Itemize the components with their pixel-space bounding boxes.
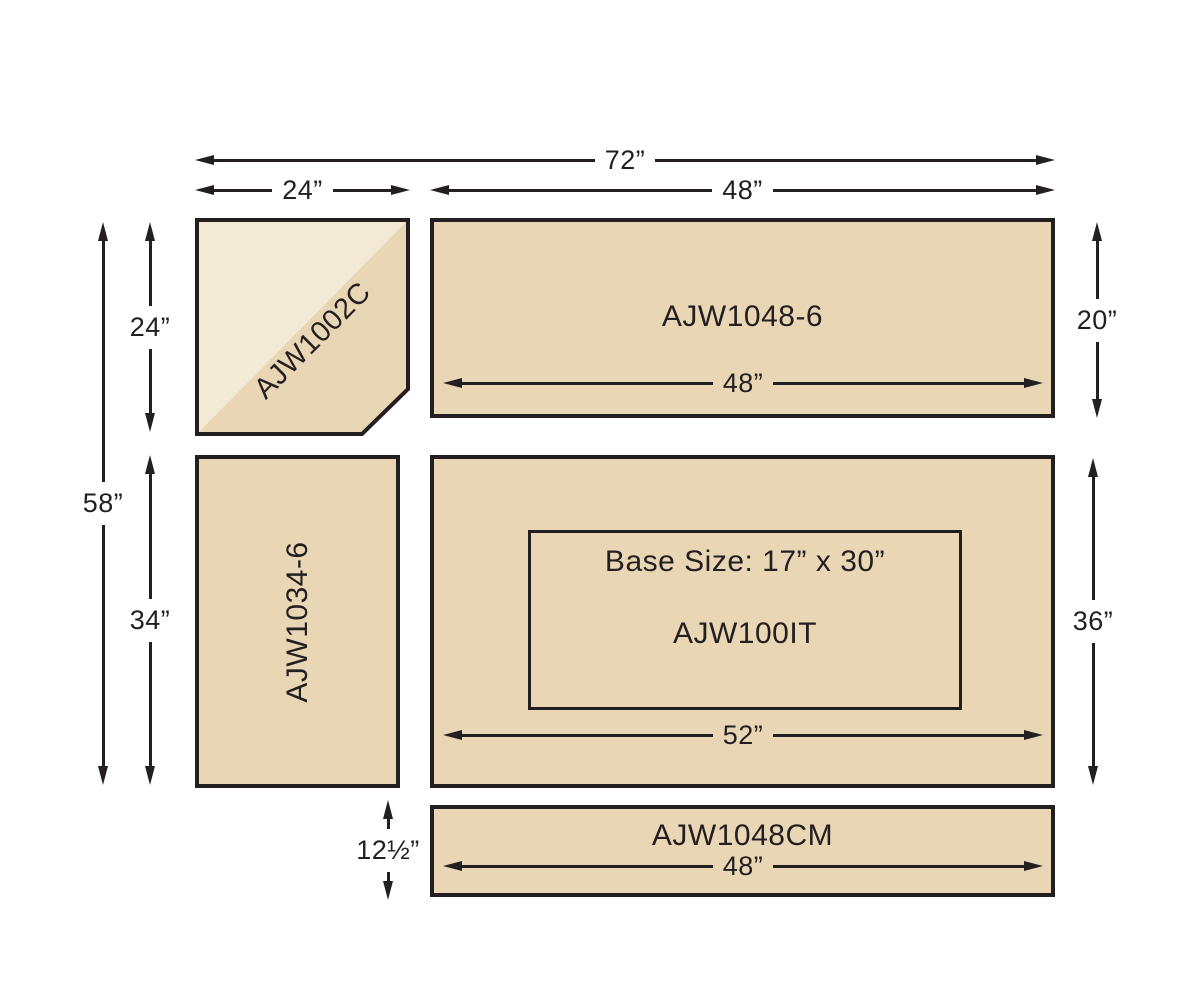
dim-line bbox=[772, 188, 1036, 192]
dim-hutch-height: 20” bbox=[1077, 222, 1117, 418]
dim-hutch-width-label: 48” bbox=[722, 174, 763, 205]
dim-line bbox=[214, 158, 595, 162]
dim-line bbox=[449, 188, 713, 192]
dim-island-width: 52” bbox=[443, 719, 1043, 750]
dim-island-width-label: 52” bbox=[722, 719, 764, 750]
dim-corner-width: 24” bbox=[195, 174, 410, 205]
arrowhead-up-icon bbox=[1092, 222, 1102, 241]
piece-left-panel: AJW1034-6 bbox=[195, 455, 400, 788]
arrowhead-left-icon bbox=[430, 185, 449, 195]
arrowhead-up-icon bbox=[1088, 458, 1098, 477]
arrowhead-up-icon bbox=[145, 222, 155, 241]
arrowhead-right-icon bbox=[1024, 861, 1043, 871]
dim-line bbox=[773, 864, 1024, 868]
dim-line bbox=[462, 733, 713, 737]
arrowhead-down-icon bbox=[1088, 766, 1098, 785]
corner-highlight bbox=[197, 220, 408, 434]
dim-line bbox=[148, 348, 152, 413]
dim-cm-height-label: 12½” bbox=[356, 834, 420, 865]
piece-left-panel-label: AJW1034-6 bbox=[280, 540, 314, 703]
dim-corner-height-label: 24” bbox=[129, 311, 171, 342]
dim-hutch-inner-width: 48” bbox=[443, 367, 1043, 398]
dim-hutch-width: 48” bbox=[430, 174, 1055, 205]
dim-overall-width-label: 72” bbox=[604, 144, 646, 175]
dim-line bbox=[1095, 341, 1099, 399]
piece-corner: AJW1002C bbox=[195, 218, 410, 436]
dim-corner-width-label: 24” bbox=[282, 174, 323, 205]
dim-line bbox=[101, 241, 105, 482]
dim-line bbox=[773, 381, 1024, 385]
dim-line bbox=[1091, 643, 1095, 766]
dim-hutch-inner-width-label: 48” bbox=[722, 367, 764, 398]
dim-line bbox=[386, 871, 390, 881]
dim-line bbox=[148, 641, 152, 766]
dim-overall-width: 72” bbox=[195, 144, 1055, 175]
piece-cm-label: AJW1048CM bbox=[651, 819, 834, 852]
piece-hutch: AJW1048-6 bbox=[430, 218, 1055, 418]
arrowhead-down-icon bbox=[145, 766, 155, 785]
dim-island-height-label: 36” bbox=[1072, 606, 1114, 636]
dim-line bbox=[462, 864, 713, 868]
arrowhead-right-icon bbox=[391, 185, 410, 195]
arrowhead-left-icon bbox=[443, 378, 462, 388]
arrowhead-left-icon bbox=[443, 730, 462, 740]
dim-line bbox=[332, 188, 391, 192]
arrowhead-up-icon bbox=[98, 222, 108, 241]
dim-left-height-label: 34” bbox=[129, 604, 171, 635]
arrowhead-up-icon bbox=[145, 455, 155, 474]
arrowhead-down-icon bbox=[1092, 399, 1102, 418]
island-inner-outline: Base Size: 17” x 30” AJW100IT bbox=[528, 530, 962, 710]
arrowhead-left-icon bbox=[195, 185, 214, 195]
arrowhead-right-icon bbox=[1036, 155, 1055, 165]
dim-line bbox=[773, 733, 1024, 737]
piece-island: Base Size: 17” x 30” AJW100IT bbox=[430, 455, 1055, 788]
arrowhead-left-icon bbox=[195, 155, 214, 165]
piece-hutch-label: AJW1048-6 bbox=[661, 300, 824, 333]
dim-line bbox=[655, 158, 1036, 162]
piece-cm: AJW1048CM bbox=[430, 805, 1055, 897]
dim-line bbox=[1095, 241, 1099, 299]
dim-line bbox=[386, 819, 390, 829]
dim-line bbox=[214, 188, 273, 192]
corner-outline bbox=[195, 218, 410, 436]
dim-line bbox=[1091, 477, 1095, 600]
dim-line bbox=[101, 525, 105, 766]
dim-corner-height: 24” bbox=[130, 222, 170, 432]
piece-island-label: AJW100IT bbox=[672, 617, 818, 650]
arrowhead-up-icon bbox=[383, 800, 393, 819]
dim-left-height: 34” bbox=[130, 455, 170, 785]
arrowhead-left-icon bbox=[443, 861, 462, 871]
dim-cm-height: 12½” bbox=[356, 800, 419, 900]
arrowhead-right-icon bbox=[1024, 378, 1043, 388]
dim-cm-width: 48” bbox=[443, 850, 1043, 881]
arrowhead-down-icon bbox=[383, 881, 393, 900]
dim-line bbox=[148, 241, 152, 306]
arrowhead-down-icon bbox=[98, 766, 108, 785]
dim-island-height: 36” bbox=[1073, 458, 1113, 785]
island-base-size-label: Base Size: 17” x 30” bbox=[604, 545, 886, 578]
dim-line bbox=[462, 381, 713, 385]
arrowhead-right-icon bbox=[1024, 730, 1043, 740]
dim-hutch-height-label: 20” bbox=[1076, 304, 1118, 335]
dim-cm-width-label: 48” bbox=[722, 850, 764, 881]
dim-line bbox=[148, 474, 152, 599]
dim-overall-height: 58” bbox=[83, 222, 123, 785]
arrowhead-down-icon bbox=[145, 413, 155, 432]
arrowhead-right-icon bbox=[1036, 185, 1055, 195]
dim-overall-height-label: 58” bbox=[82, 488, 124, 518]
